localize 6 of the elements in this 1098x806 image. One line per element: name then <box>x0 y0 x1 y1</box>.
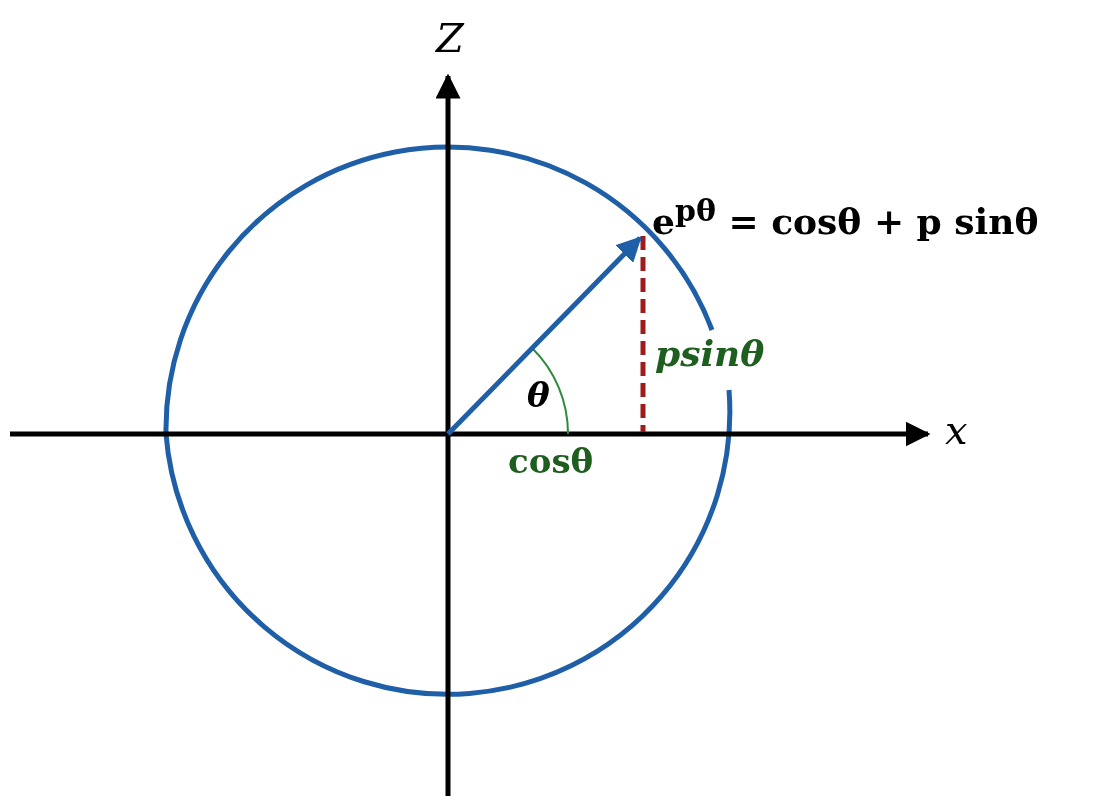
projection-label: cosθ <box>508 444 594 478</box>
projection-label: psinθ <box>655 335 765 371</box>
axis-label: Z <box>436 18 464 58</box>
axis-label: x <box>945 410 968 450</box>
formula-label: e$^{pθ}$ = cosθ + p sinθ <box>652 196 1039 239</box>
angle-label: θ <box>527 378 550 412</box>
